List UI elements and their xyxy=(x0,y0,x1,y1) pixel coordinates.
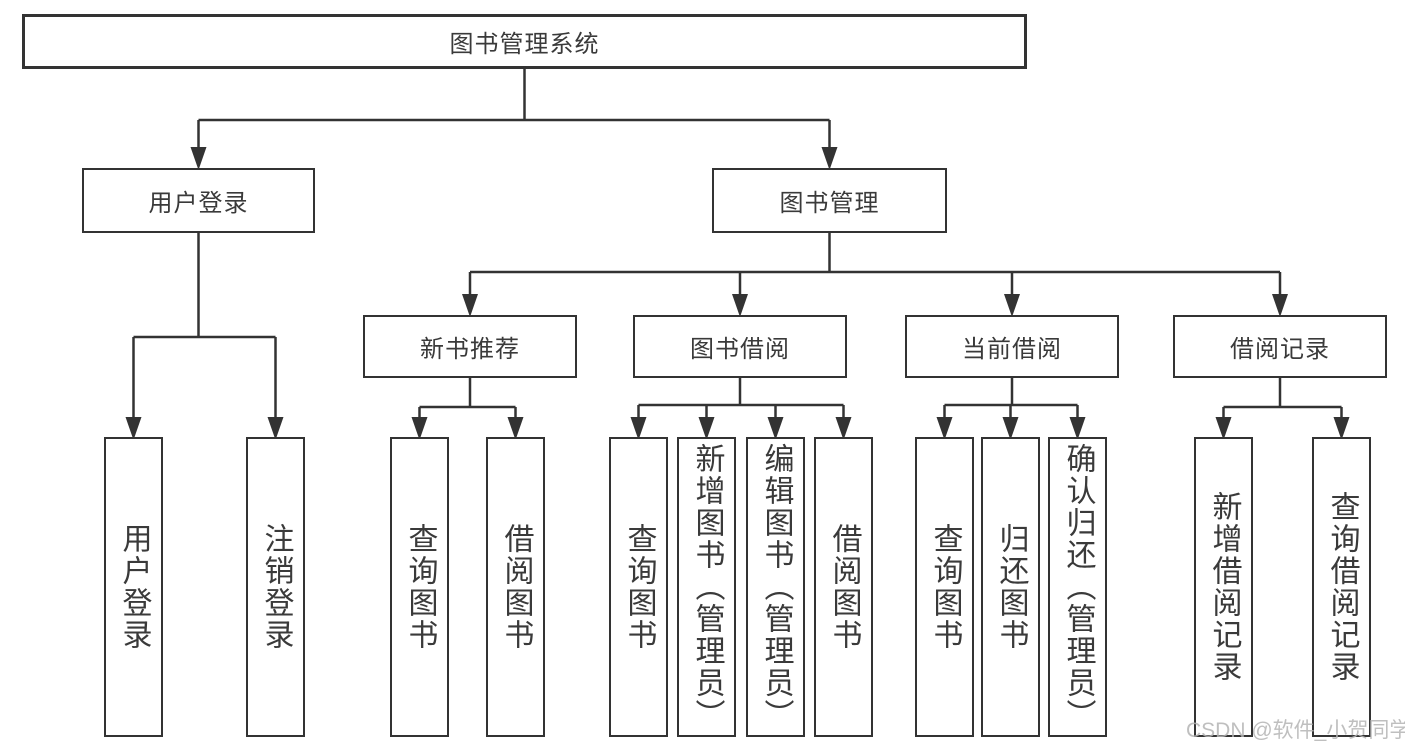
node-new-book-rec: 新书推荐 xyxy=(363,315,577,378)
leaf-query-books-borrow: 查询图书 xyxy=(609,437,668,737)
node-book-mgmt-label: 图书管理 xyxy=(779,190,880,217)
node-user-login: 用户登录 xyxy=(82,168,315,233)
leaf-confirm-return-admin-label: 确认归还（管理员） xyxy=(1061,443,1095,731)
leaf-add-books-admin: 新增图书（管理员） xyxy=(677,437,736,737)
node-new-book-rec-label: 新书推荐 xyxy=(420,336,520,363)
leaf-query-borrow-record-label: 查询借阅记录 xyxy=(1325,491,1359,683)
node-book-mgmt: 图书管理 xyxy=(712,168,947,233)
leaf-user-login: 用户登录 xyxy=(104,437,163,737)
leaf-query-books-current: 查询图书 xyxy=(915,437,974,737)
node-root-label: 图书管理系统 xyxy=(449,31,600,58)
leaf-edit-books-admin-label: 编辑图书（管理员） xyxy=(759,443,793,731)
arrowheads xyxy=(125,147,1350,440)
node-borrow-records-label: 借阅记录 xyxy=(1230,336,1330,363)
node-borrow-records: 借阅记录 xyxy=(1173,315,1387,378)
leaf-return-books-label: 归还图书 xyxy=(994,523,1028,651)
node-book-borrow-label: 图书借阅 xyxy=(690,336,790,363)
leaf-logout-label: 注销登录 xyxy=(259,523,293,651)
leaf-borrow-books-label: 借阅图书 xyxy=(827,523,861,651)
node-current-borrow-label: 当前借阅 xyxy=(962,336,1062,363)
leaf-borrow-books-rec-label: 借阅图书 xyxy=(499,523,533,651)
leaf-query-books-current-label: 查询图书 xyxy=(928,523,962,651)
node-root: 图书管理系统 xyxy=(22,14,1027,69)
node-book-borrow: 图书借阅 xyxy=(633,315,847,378)
leaf-add-borrow-record: 新增借阅记录 xyxy=(1194,437,1253,737)
leaf-query-borrow-record: 查询借阅记录 xyxy=(1312,437,1371,737)
leaf-confirm-return-admin: 确认归还（管理员） xyxy=(1048,437,1107,737)
leaf-user-login-label: 用户登录 xyxy=(117,523,151,651)
leaf-borrow-books: 借阅图书 xyxy=(814,437,873,737)
node-current-borrow: 当前借阅 xyxy=(905,315,1119,378)
watermark-text: CSDN @软件_小贺同学 xyxy=(1186,719,1405,742)
leaf-add-borrow-record-label: 新增借阅记录 xyxy=(1207,491,1241,683)
leaf-add-books-admin-label: 新增图书（管理员） xyxy=(690,443,724,731)
leaf-query-books-borrow-label: 查询图书 xyxy=(622,523,656,651)
leaf-borrow-books-rec: 借阅图书 xyxy=(486,437,545,737)
leaf-return-books: 归还图书 xyxy=(981,437,1040,737)
node-user-login-label: 用户登录 xyxy=(148,190,249,217)
leaf-edit-books-admin: 编辑图书（管理员） xyxy=(746,437,805,737)
leaf-query-books-rec: 查询图书 xyxy=(390,437,449,737)
leaf-logout: 注销登录 xyxy=(246,437,305,737)
leaf-query-books-rec-label: 查询图书 xyxy=(403,523,437,651)
